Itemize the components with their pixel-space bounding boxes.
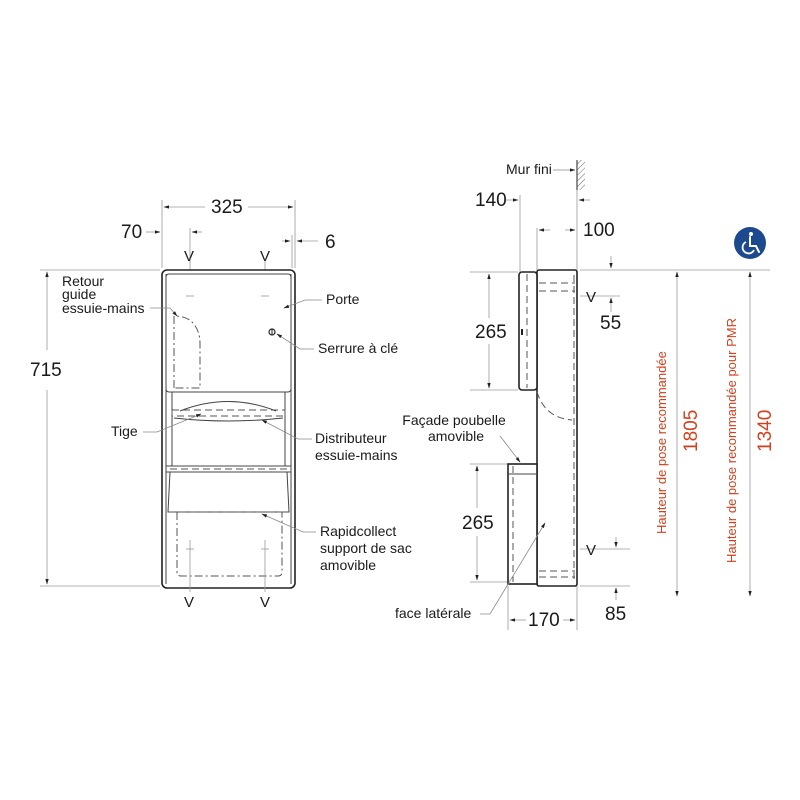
dim-top-v: 55 xyxy=(600,313,621,334)
install-heights: Hauteur de pose recommandée 1805 Hauteur… xyxy=(654,227,776,597)
label-retour-guide: Retour guide essuie-mains xyxy=(62,273,144,316)
label-pmr-height: Hauteur de pose recommandée pour PMR xyxy=(724,318,739,563)
side-body xyxy=(536,269,578,587)
v-mark: V xyxy=(260,248,270,265)
value-pmr-height: 1340 xyxy=(755,410,776,452)
side-door xyxy=(518,271,538,391)
label-face-laterale: face latérale xyxy=(395,605,471,621)
dim-left-offset: 70 xyxy=(121,222,142,243)
label-facade: Façade poubelle amovible xyxy=(402,412,509,444)
label-serrure: Serrure à clé xyxy=(318,340,398,356)
dim-width: 325 xyxy=(211,197,243,218)
dim-right-offset: 6 xyxy=(325,232,336,253)
door xyxy=(165,273,292,393)
label-mur-fini: Mur fini xyxy=(506,161,552,177)
value-recommended-height: 1805 xyxy=(681,410,702,452)
dim-bottom-v: 85 xyxy=(605,604,626,625)
side-bin-facade xyxy=(507,463,538,585)
dim-height: 715 xyxy=(30,360,62,381)
label-tige: Tige xyxy=(111,423,138,439)
v-mark: V xyxy=(586,289,596,306)
cabinet-outline xyxy=(161,269,296,589)
label-recommended-height: Hauteur de pose recommandée xyxy=(654,351,669,534)
retour-guide-shape xyxy=(173,315,201,389)
label-rapidcollect: Rapidcollect support de sac amovible xyxy=(320,523,416,573)
dim-upper-height: 265 xyxy=(475,322,507,343)
dim-depth-total: 140 xyxy=(475,190,507,211)
label-porte: Porte xyxy=(326,291,360,307)
dim-bottom-depth: 170 xyxy=(528,610,560,631)
v-mark: V xyxy=(586,542,596,559)
dim-lower-height: 265 xyxy=(462,513,494,534)
v-mark: V xyxy=(184,248,194,265)
label-distributeur: Distributeur essuie-mains xyxy=(315,430,397,463)
dim-depth-body: 100 xyxy=(583,220,615,241)
v-mark: V xyxy=(184,594,194,611)
side-view: Mur fini 140 100 xyxy=(395,160,770,631)
wheelchair-icon xyxy=(734,227,766,259)
bag-support-shape xyxy=(176,512,283,577)
front-view: 325 70 6 V V 715 xyxy=(30,197,416,611)
wall-hatch xyxy=(577,160,585,190)
v-mark: V xyxy=(260,594,270,611)
